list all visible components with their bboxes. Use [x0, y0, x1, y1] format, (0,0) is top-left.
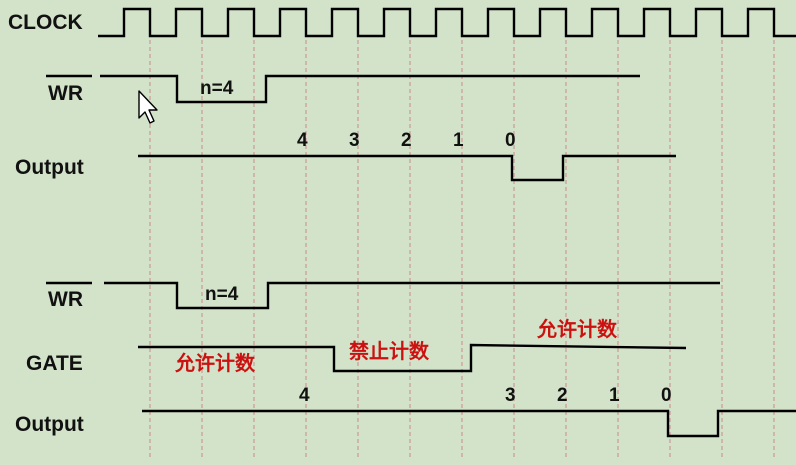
gate-disable-label: 禁止计数	[349, 339, 430, 363]
count-value: 0	[661, 385, 672, 406]
wr-waveform-2	[104, 281, 720, 310]
count-value: 4	[297, 130, 308, 151]
count-value: 3	[349, 130, 360, 151]
wr-note-1: n=4	[200, 78, 234, 99]
output-waveform-1	[138, 154, 676, 182]
count-value: 1	[609, 385, 620, 406]
output-label-1: Output	[15, 156, 84, 179]
wr-waveform-1	[100, 74, 640, 104]
gate-enable-label-1: 允许计数	[174, 351, 256, 375]
gate-label: GATE	[26, 352, 83, 375]
count-value: 0	[505, 130, 516, 151]
count-value: 2	[401, 130, 412, 151]
output-label-2: Output	[15, 413, 84, 436]
wr-label-1: WR	[48, 82, 83, 105]
wr-note-2: n=4	[205, 284, 239, 305]
grid-lines	[149, 40, 775, 460]
gate-enable-label-2: 允许计数	[536, 317, 618, 341]
count-value: 2	[557, 385, 568, 406]
count-value: 4	[299, 385, 310, 406]
count-value: 1	[453, 130, 464, 151]
clock-label: CLOCK	[8, 11, 83, 34]
mouse-cursor-icon	[138, 90, 158, 124]
output-waveform-2	[142, 409, 796, 438]
clock-waveform	[98, 7, 796, 38]
gate-waveform	[138, 343, 687, 373]
count-value: 3	[505, 385, 516, 406]
wr-label-2: WR	[48, 288, 83, 311]
